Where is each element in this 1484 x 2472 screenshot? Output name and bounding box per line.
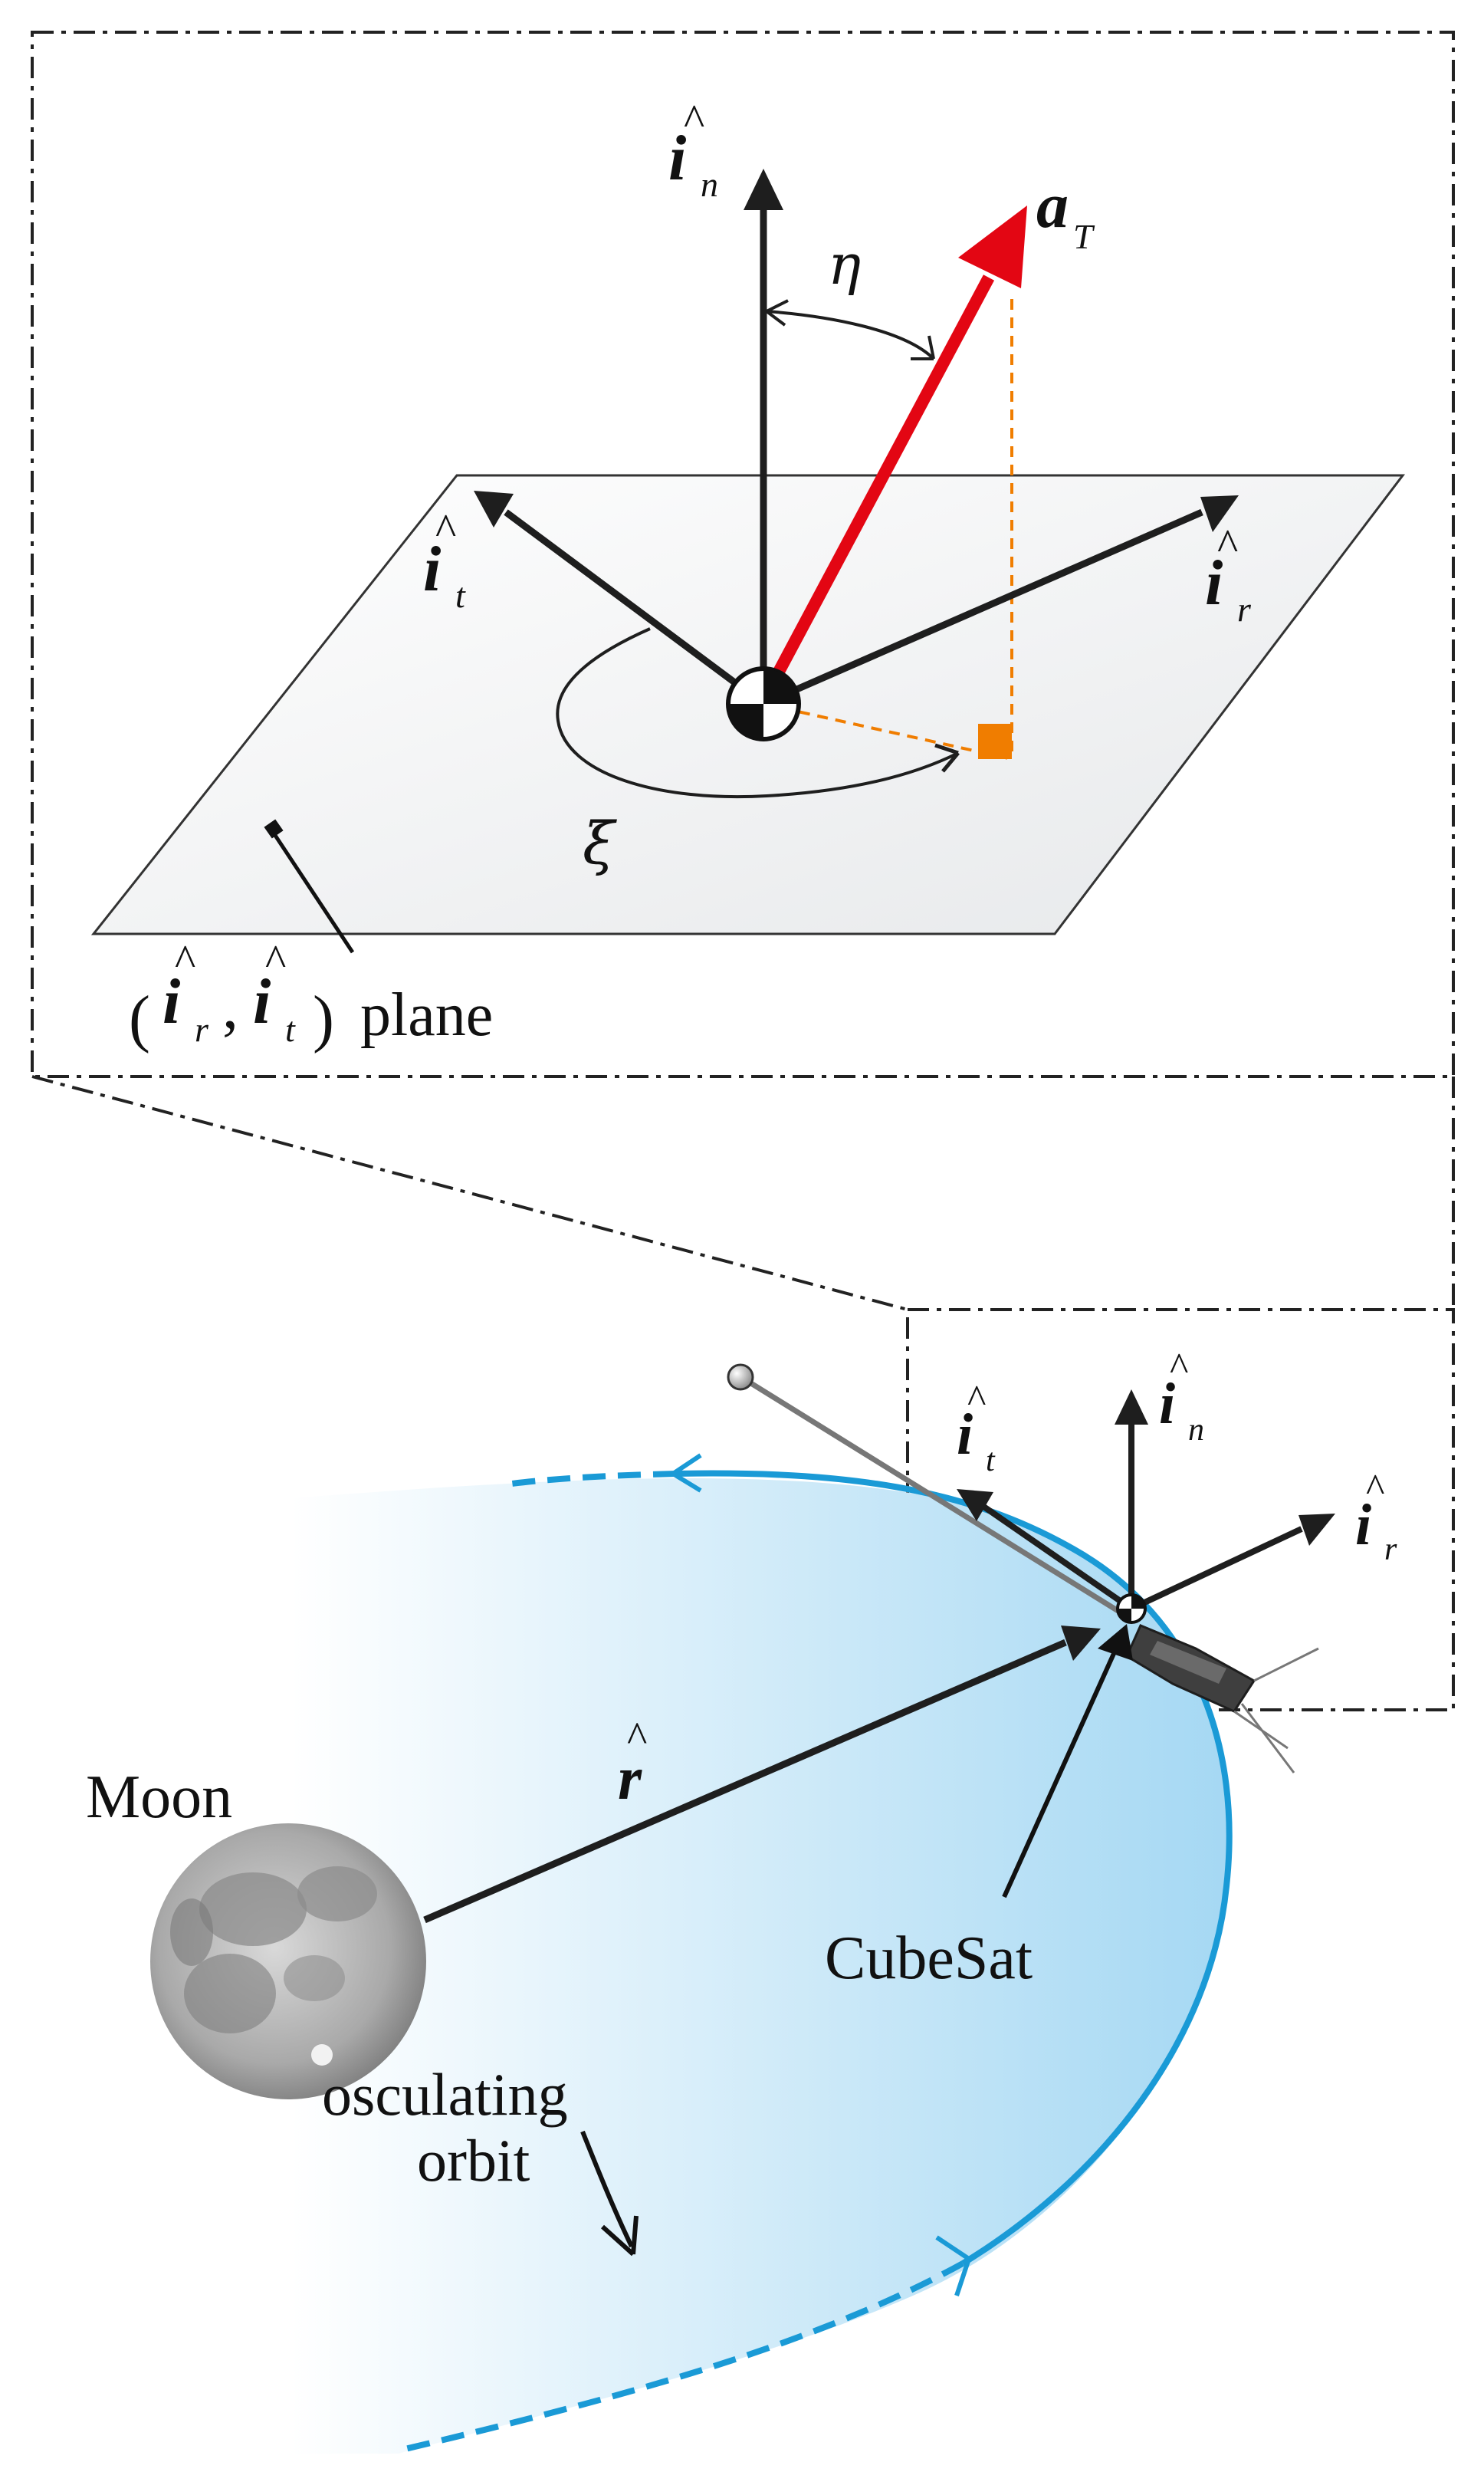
subscript-r: r <box>195 1010 209 1049</box>
plane-label-leader-tip <box>264 819 284 839</box>
unit-vector-symbol: i <box>253 966 271 1037</box>
xi-arc-arrowhead <box>934 743 960 773</box>
orbit-leader-arrowhead <box>600 2215 639 2257</box>
in-plane-projection-line <box>763 702 1013 761</box>
hat-glyph: ^ <box>1170 1346 1188 1389</box>
label-ir-top: ^ i r <box>1205 520 1252 629</box>
hat-glyph: ^ <box>627 1714 647 1761</box>
cubesat-axes <box>957 1389 1335 1612</box>
moon-label: Moon <box>86 1764 232 1831</box>
unit-vector-symbol: i <box>1205 547 1223 619</box>
cubesat-label: CubeSat <box>825 1925 1033 1992</box>
center-of-mass-icon <box>726 666 801 741</box>
label-it-bottom: ^ i t <box>957 1378 996 1478</box>
it-axis-line <box>504 509 766 707</box>
orbit-label: orbit <box>417 2127 530 2194</box>
eta-arc-arrowhead-right <box>911 335 935 360</box>
subscript-T: T <box>1073 217 1095 256</box>
subscript-n: n <box>701 165 718 204</box>
hat-glyph: ^ <box>1366 1467 1384 1510</box>
in-axis-arrowhead <box>1115 1389 1148 1425</box>
xi-angle-arc <box>556 627 959 799</box>
cubesat-center-icon <box>1116 1593 1147 1624</box>
zoom-box <box>31 31 1455 1078</box>
thrust-symbol: a <box>1036 170 1069 242</box>
moon-image <box>150 1823 426 2099</box>
label-in-bottom: ^ i n <box>1159 1346 1204 1448</box>
osculating-label: osculating <box>322 2061 568 2128</box>
subscript-r: r <box>1237 590 1252 629</box>
cubesat-leader-arrowhead <box>1098 1624 1133 1661</box>
cubesat-boom <box>742 1376 1128 1619</box>
plane-label: ( ^ i r , ^ i t ) plane <box>129 935 493 1054</box>
label-r-vector: ^ r <box>618 1714 647 1813</box>
hat-glyph: ^ <box>1217 520 1238 570</box>
subscript-t: t <box>986 1443 996 1478</box>
ir-axis-arrowhead <box>1298 1514 1335 1546</box>
radius-vector-arrowhead <box>1061 1626 1101 1661</box>
ir-axis-arrowhead <box>1200 495 1239 532</box>
thrust-vector-arrowhead <box>958 205 1027 288</box>
it-axis-line <box>980 1503 1134 1612</box>
unit-vector-symbol: i <box>1355 1493 1371 1557</box>
eta-angle-arc <box>766 310 935 360</box>
comma: , <box>222 971 238 1042</box>
top-axes <box>474 169 1239 708</box>
hat-glyph: ^ <box>684 95 704 145</box>
subscript-r: r <box>1384 1532 1397 1567</box>
label-it-top: ^ i t <box>423 505 466 615</box>
open-paren: ( <box>129 983 150 1054</box>
orbit-direction-arrow-bottom <box>935 2235 972 2296</box>
osculating-orbit-line <box>675 1470 1233 2267</box>
zoom-connector-left <box>31 1075 908 1311</box>
thrust-projection <box>763 299 1013 761</box>
label-in-top: ^ i n <box>668 95 718 204</box>
right-angle-marker <box>978 724 1012 759</box>
orbit-dashed-top <box>505 1471 677 1487</box>
radius-symbol: r <box>618 1745 642 1813</box>
cubesat-label-leader <box>1002 1647 1118 1898</box>
unit-vector-symbol: i <box>423 534 441 605</box>
eta-label: η <box>828 232 861 297</box>
subscript-t: t <box>455 576 466 615</box>
subscript-n: n <box>1188 1412 1204 1448</box>
close-paren: ) <box>313 983 334 1054</box>
hat-glyph: ^ <box>967 1378 986 1422</box>
orbit-label-leader <box>580 2130 634 2248</box>
unit-vector-symbol: i <box>957 1402 973 1467</box>
ir-axis-line <box>762 508 1203 708</box>
unit-vector-symbol: i <box>1159 1372 1175 1436</box>
plane-label-leader <box>272 833 355 954</box>
orbit-direction-arrow-top <box>668 1453 702 1493</box>
eta-arc-arrowhead-left <box>765 299 789 327</box>
label-ir-bottom: ^ i r <box>1355 1467 1397 1567</box>
ir-axis-line <box>1130 1526 1303 1612</box>
unit-vector-symbol: i <box>668 123 686 194</box>
subscript-t: t <box>285 1010 296 1049</box>
hat-glyph: ^ <box>175 935 195 985</box>
radius-vector-line <box>423 1639 1067 1924</box>
orbit-dashed-bottom <box>398 2260 964 2454</box>
boom-tip-icon <box>727 1363 754 1391</box>
unit-vector-symbol: i <box>163 966 180 1037</box>
in-axis-arrowhead <box>744 169 783 210</box>
it-axis-arrowhead <box>474 491 514 528</box>
orbit-shading <box>291 1478 1230 2454</box>
hat-glyph: ^ <box>435 505 456 554</box>
hat-glyph: ^ <box>265 935 286 985</box>
it-axis-arrowhead <box>957 1489 993 1521</box>
plane-text: plane <box>360 981 493 1049</box>
label-aT: a T <box>1036 170 1095 256</box>
xi-label: ξ <box>583 809 617 877</box>
thrust-vector-line <box>760 274 995 698</box>
